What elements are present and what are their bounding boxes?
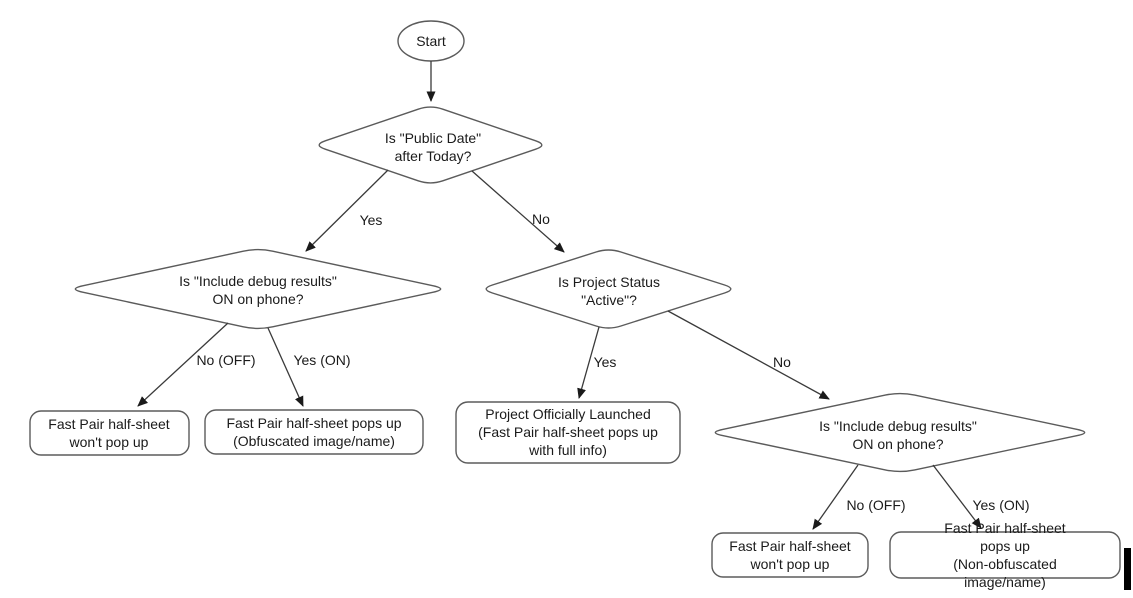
text-cursor-artifact (1124, 548, 1131, 590)
decision-debug-right-shape (714, 392, 1086, 473)
edge-label-yes-status: Yes (593, 354, 617, 370)
edge-yes-on-left (267, 327, 304, 407)
result-non-obfuscated-label: Fast Pair half-sheet pops up (Non-obfusc… (944, 520, 1066, 590)
edge-label-yes-on-left: Yes (ON) (293, 352, 351, 368)
edge-label-no-off-left: No (OFF) (196, 352, 256, 368)
decision-project-status-shape (485, 249, 732, 329)
result-no-popup-right-label: Fast Pair half-sheet won't pop up (729, 538, 851, 572)
decision-debug-left-shape (74, 248, 442, 330)
edge-no-to-project-status (471, 170, 565, 253)
result-non-obfuscated-shape (889, 531, 1121, 579)
result-no-popup-left-label: Fast Pair half-sheet won't pop up (48, 416, 170, 450)
result-no-popup-right-shape (711, 532, 869, 578)
edge-yes-to-launched (577, 326, 600, 399)
edge-yes-to-debug-left (305, 169, 389, 252)
decision-public-date-label: Is "Public Date" after Today? (384, 130, 482, 164)
edge-label-no-top: No (532, 211, 550, 227)
edge-no-to-debug-right (667, 310, 830, 400)
edge-no-off-right (812, 464, 859, 530)
decision-debug-right-label: Is "Include debug results" ON on phone? (819, 418, 977, 452)
result-launched-shape (455, 401, 681, 464)
edge-yes-on-right (932, 464, 982, 529)
edge-label-yes-top: Yes (359, 212, 383, 228)
decision-debug-left-label: Is "Include debug results" ON on phone? (179, 273, 337, 307)
edge-label-yes-on-right: Yes (ON) (972, 497, 1030, 513)
edge-label-no-status: No (773, 354, 791, 370)
edge-no-off-left (137, 322, 229, 407)
decision-project-status-label: Is Project Status "Active"? (558, 274, 660, 308)
result-obfuscated-shape (204, 409, 424, 455)
result-obfuscated-label: Fast Pair half-sheet pops up (Obfuscated… (226, 415, 402, 449)
start-label: Start (416, 33, 446, 49)
edge-label-no-off-right: No (OFF) (846, 497, 906, 513)
result-no-popup-left-shape (29, 410, 190, 456)
result-launched-label: Project Officially Launched (Fast Pair h… (478, 406, 658, 458)
decision-public-date-shape (318, 106, 543, 184)
